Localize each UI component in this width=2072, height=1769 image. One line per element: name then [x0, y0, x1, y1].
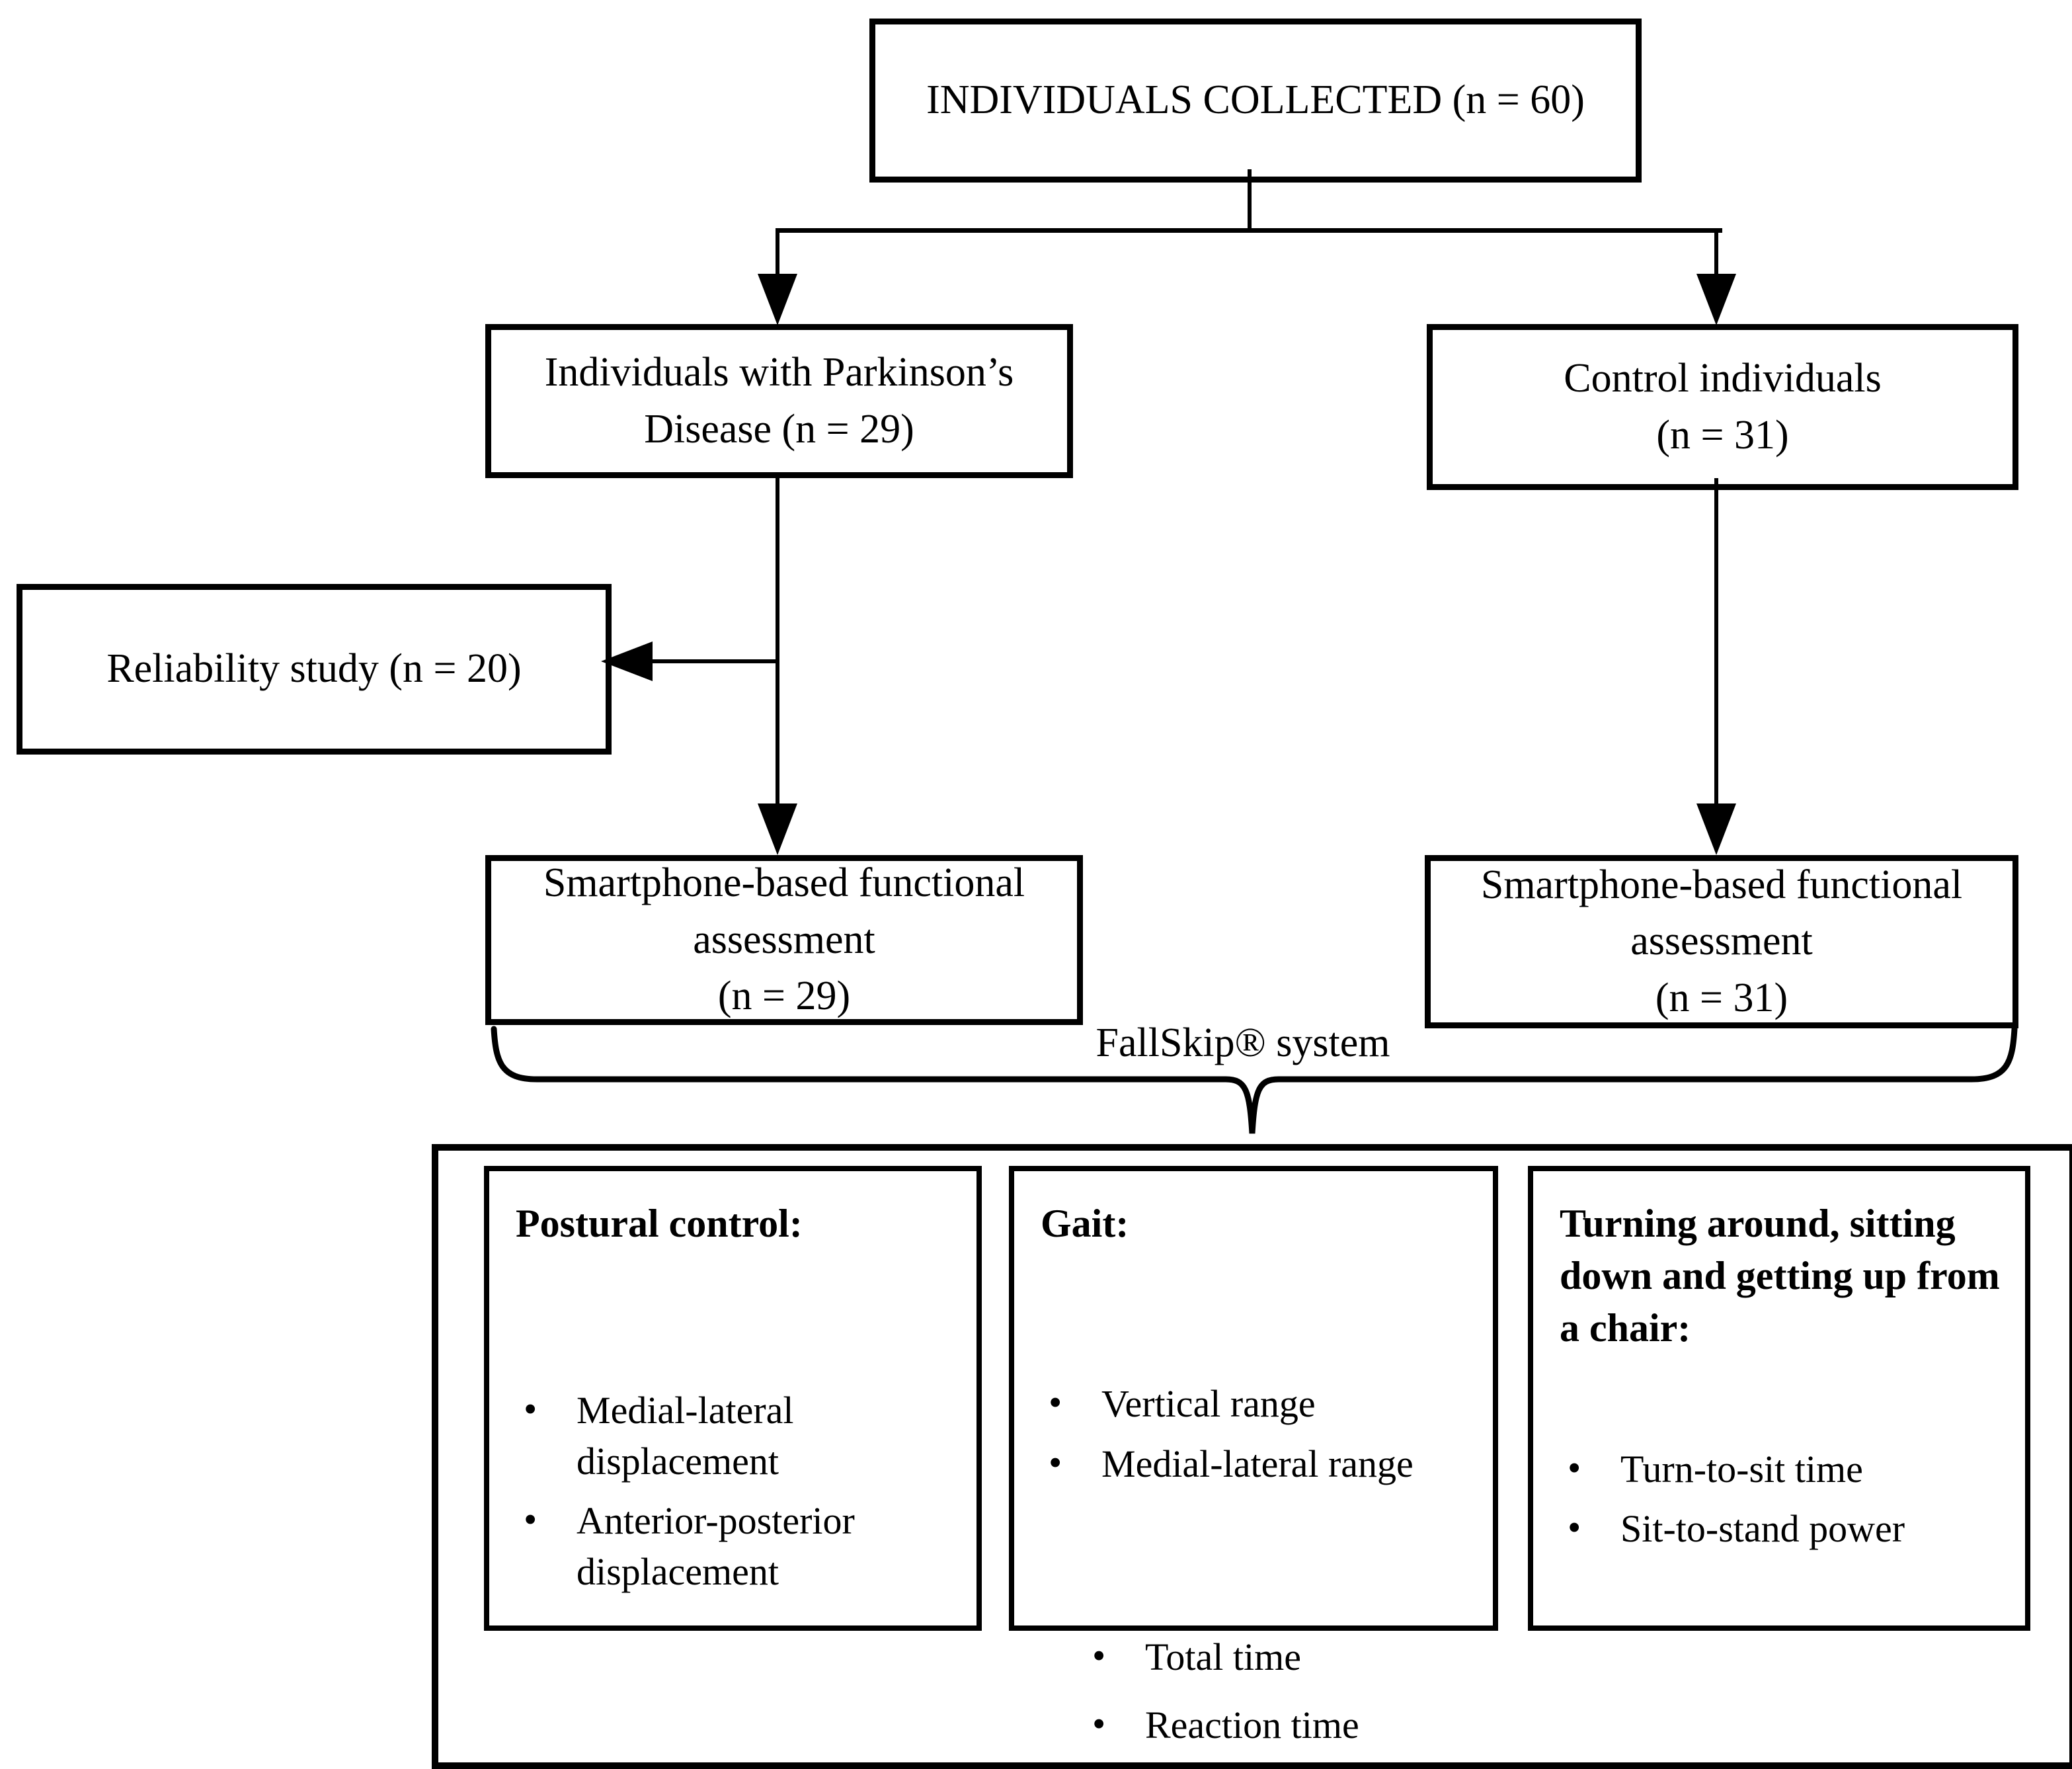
panel-postural-control: Postural control: Medial-lateral displac…: [484, 1166, 982, 1631]
arrow-left-to-reliability-icon: [601, 641, 653, 681]
panel-gait-heading: Gait:: [1041, 1202, 1129, 1245]
panel-turning-sitting-standing-heading: Turning around, sitting down and getting…: [1560, 1202, 2000, 1350]
panel-gait-list: Vertical range Medial-lateral range: [1014, 1378, 1493, 1490]
node-control-label: Control individuals: [1564, 355, 1882, 401]
node-assessment-control-label: Smartphone-based functional assessment: [1480, 862, 1963, 964]
panel-turning-sitting-standing-list: Turn-to-sit time Sit-to-stand power: [1533, 1443, 2025, 1555]
node-parkinsons: Individuals with Parkinson’s Disease (n …: [485, 324, 1073, 478]
panel-postural-control-heading: Postural control:: [516, 1202, 803, 1245]
list-item: Turn-to-sit time: [1560, 1443, 2014, 1495]
node-reliability: Reliability study (n = 20): [17, 584, 612, 755]
connector-top-stem: [1248, 169, 1252, 232]
connector-to-reliability: [645, 659, 779, 663]
brace-label: FallSkip® system: [1096, 1020, 1390, 1065]
connector-parkinsons-to-assessment: [776, 478, 779, 807]
node-assessment-parkinsons-label: Smartphone-based functional assessment: [543, 860, 1025, 962]
list-item: Sit-to-stand power: [1560, 1502, 2014, 1555]
list-item: Medial-lateral range: [1041, 1438, 1482, 1490]
node-assessment-parkinsons-count: (n = 29): [717, 973, 851, 1019]
node-reliability-label: Reliability study (n = 20): [106, 646, 522, 692]
node-individuals-collected-label: INDIVIDUALS COLLECTED (n = 60): [926, 77, 1585, 123]
arrow-down-to-assessment-parkinsons-icon: [758, 803, 797, 855]
panel-postural-control-list: Medial-lateral displacement Anterior-pos…: [489, 1384, 976, 1597]
list-item: Total time: [1084, 1631, 1613, 1683]
list-item: Vertical range: [1041, 1378, 1482, 1430]
connector-branch-bar: [776, 228, 1722, 233]
connector-control-to-assessment: [1714, 478, 1718, 807]
node-assessment-parkinsons: Smartphone-based functional assessment (…: [485, 855, 1083, 1025]
arrow-down-to-assessment-control-icon: [1696, 803, 1736, 855]
node-parkinsons-label: Individuals with Parkinson’s Disease (n …: [544, 349, 1014, 452]
node-control-count: (n = 31): [1656, 412, 1789, 458]
node-control: Control individuals (n = 31): [1427, 324, 2018, 490]
node-individuals-collected: INDIVIDUALS COLLECTED (n = 60): [869, 19, 1642, 183]
panel-gait: Gait: Vertical range Medial-lateral rang…: [1009, 1166, 1498, 1631]
panel-turning-sitting-standing: Turning around, sitting down and getting…: [1528, 1166, 2030, 1631]
connector-left-drop: [776, 230, 779, 278]
list-item: Medial-lateral displacement: [516, 1384, 966, 1487]
shared-measures-list: Total time Reaction time: [1058, 1631, 1624, 1768]
node-assessment-control: Smartphone-based functional assessment (…: [1425, 855, 2018, 1028]
list-item: Anterior-posterior displacement: [516, 1495, 966, 1597]
node-assessment-control-count: (n = 31): [1655, 975, 1788, 1020]
list-item: Reaction time: [1084, 1699, 1613, 1751]
arrow-down-to-parkinsons-icon: [758, 274, 797, 325]
arrow-down-to-control-icon: [1696, 274, 1736, 325]
connector-right-drop: [1714, 230, 1718, 278]
